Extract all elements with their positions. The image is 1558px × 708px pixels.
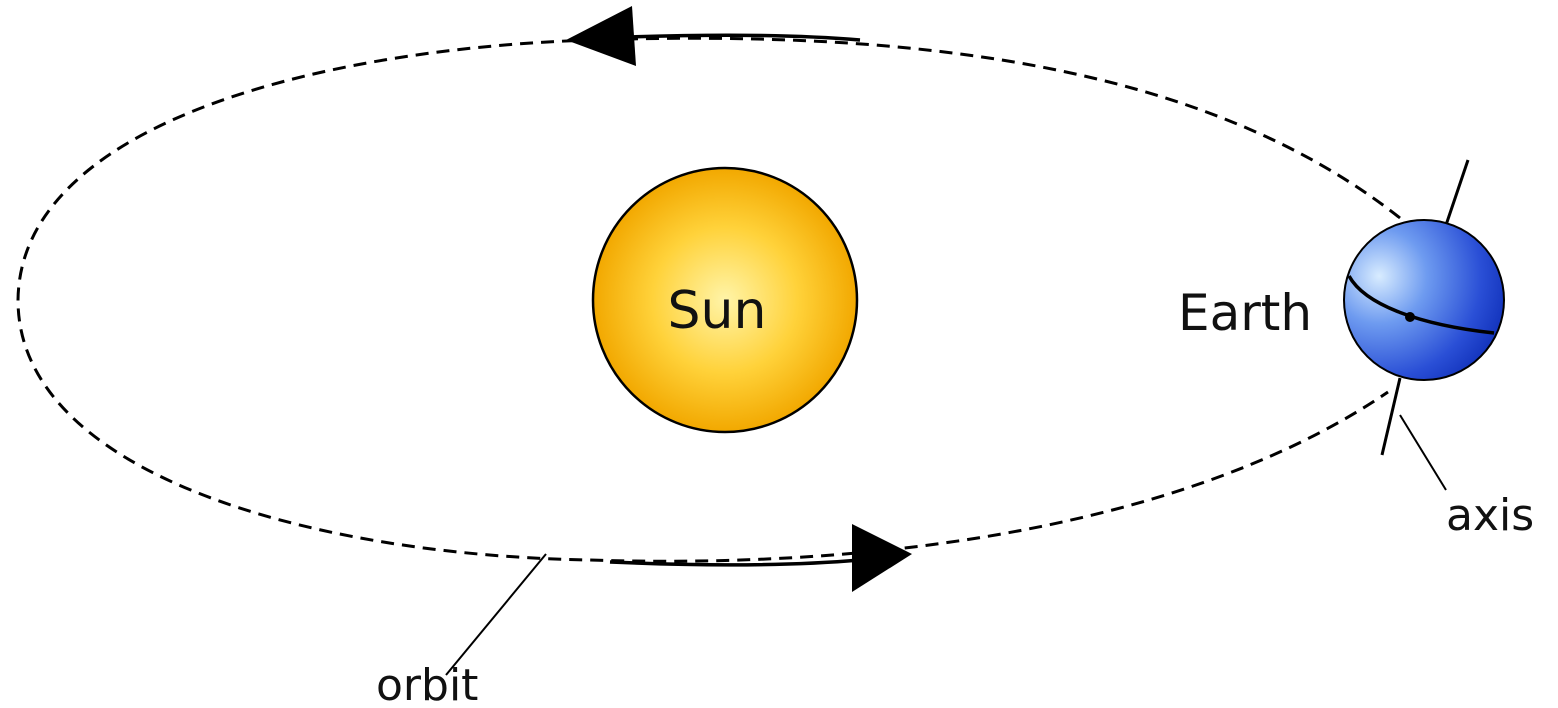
orbit-solid-segment-top bbox=[599, 33, 861, 42]
axis-label: axis bbox=[1446, 490, 1534, 541]
orbit-label: orbit bbox=[376, 660, 478, 708]
orbit-solid-segment-bottom bbox=[609, 558, 861, 567]
orbit-path bbox=[16, 36, 1401, 563]
earth-label: Earth bbox=[1178, 284, 1312, 342]
arrow-right-icon bbox=[852, 524, 912, 592]
orbit-leader-line bbox=[445, 553, 547, 676]
earth-axis-line-bottom bbox=[1380, 377, 1402, 456]
arrow-left-icon bbox=[566, 6, 636, 66]
axis-leader-line bbox=[1399, 414, 1447, 491]
earth-axis-line-top bbox=[1443, 159, 1470, 229]
earth-axis-point bbox=[1405, 312, 1415, 322]
sun-circle bbox=[591, 166, 859, 434]
sun-label: Sun bbox=[668, 281, 767, 341]
earth-equator bbox=[1347, 275, 1495, 335]
earth-circle bbox=[1343, 219, 1505, 381]
